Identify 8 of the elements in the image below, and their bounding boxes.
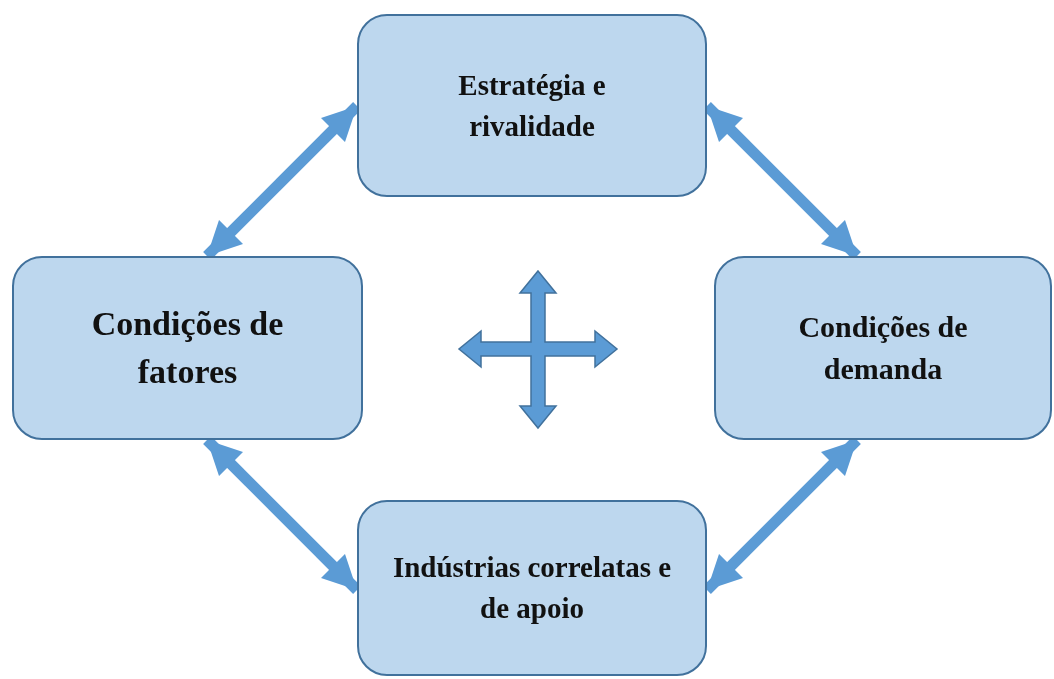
box-label: Condições de demanda bbox=[797, 309, 969, 387]
rounded-box bbox=[12, 256, 363, 440]
box-label: Estratégia e rivalidade bbox=[457, 67, 607, 144]
rounded-box bbox=[357, 14, 707, 197]
rounded-box bbox=[357, 500, 707, 676]
rounded-box bbox=[714, 256, 1052, 440]
box-label: Condições de fatores bbox=[90, 304, 285, 392]
box-label: Indústrias correlatas e de apoio bbox=[391, 550, 673, 626]
